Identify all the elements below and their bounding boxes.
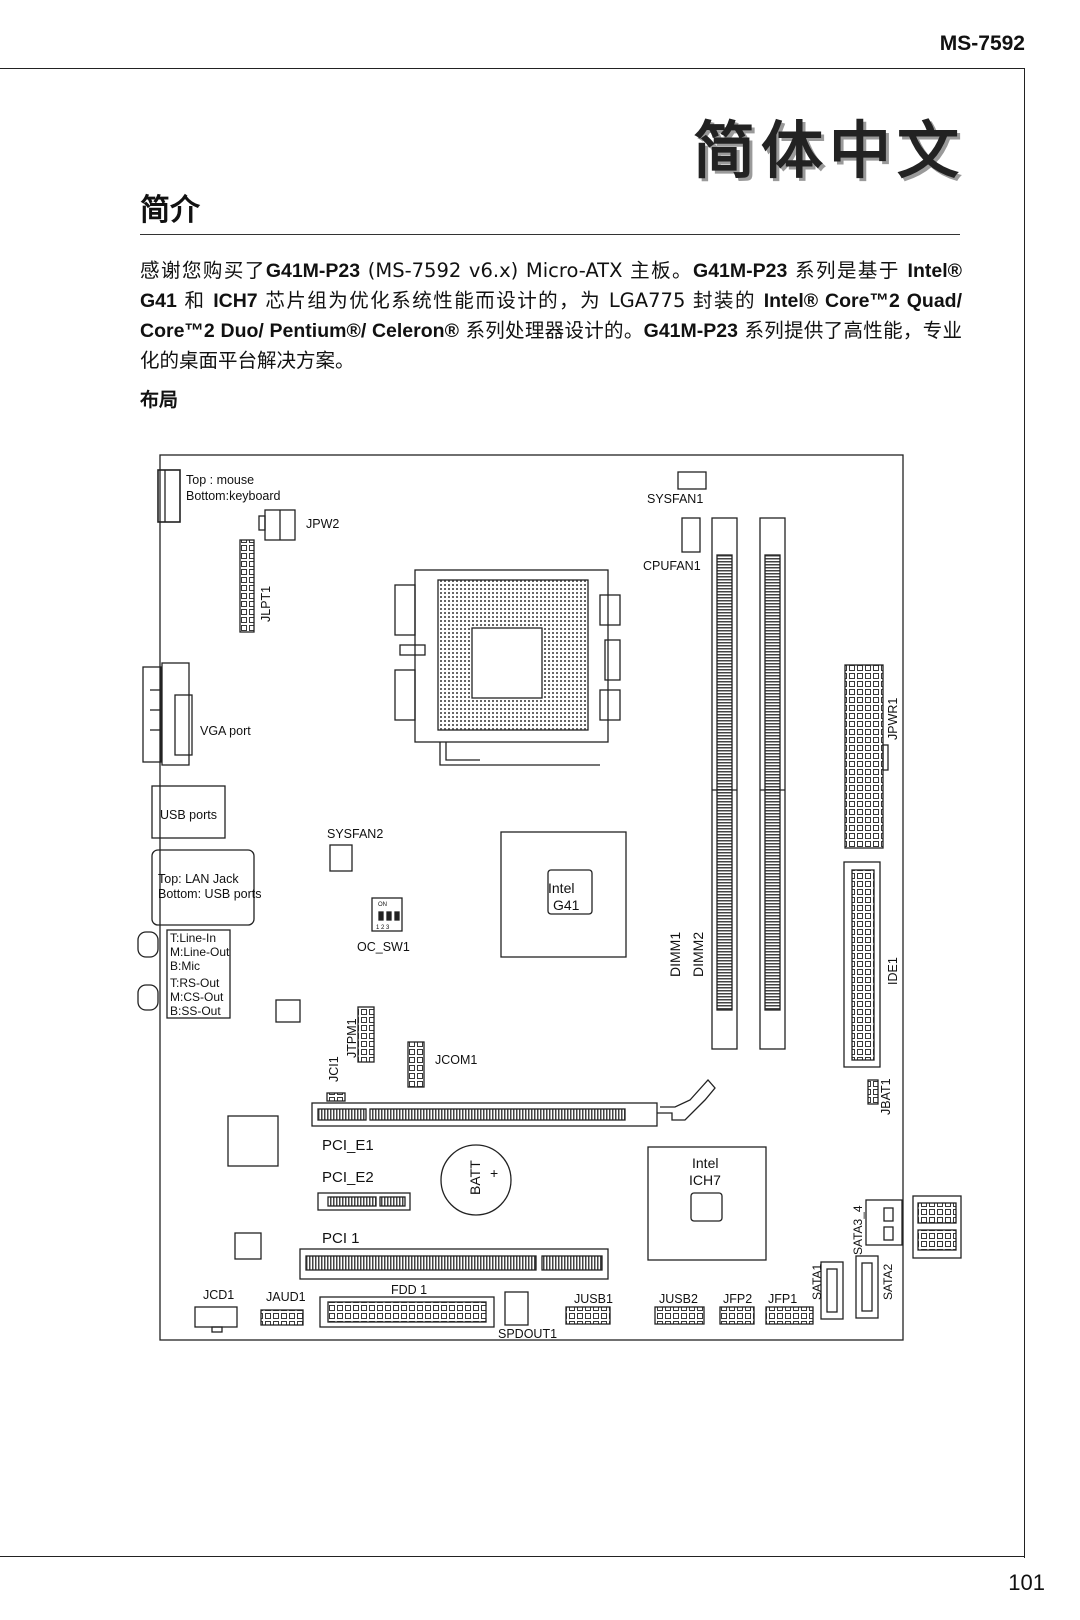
- jpw2-label: JPW2: [306, 517, 339, 531]
- audio-label-1: T:Line-In: [170, 931, 216, 945]
- audio-label-6: B:SS-Out: [170, 1004, 221, 1018]
- jusb2-header: [654, 1306, 705, 1325]
- dimm2-label: DIMM2: [690, 932, 706, 977]
- sata1-connector: [820, 1261, 844, 1320]
- jci1-label: JCI1: [327, 1056, 341, 1082]
- board-outline: [159, 454, 904, 1341]
- model-number: MS-7592: [939, 32, 1025, 55]
- jci1-header: [326, 1092, 346, 1102]
- ide1-connector: [843, 861, 881, 1068]
- lan-top-label: Top: LAN Jack: [158, 872, 239, 886]
- ps2-connector: [157, 469, 181, 523]
- dimm-slots: [711, 517, 786, 1050]
- dimm1-label: DIMM1: [667, 932, 683, 977]
- batt-label: BATT: [467, 1160, 483, 1195]
- jfp1-header: [765, 1306, 814, 1325]
- jaud1-header: [260, 1309, 304, 1326]
- ich7-label-1: Intel: [692, 1155, 718, 1171]
- jcom1-label: JCOM1: [435, 1053, 477, 1067]
- jtpm1-label: JTPM1: [345, 1018, 359, 1058]
- vga-connector: [142, 662, 193, 766]
- intel-ich7-chip: [647, 1146, 767, 1261]
- jusb2-label: JUSB2: [659, 1292, 698, 1306]
- cpufan1-label: CPUFAN1: [643, 559, 701, 573]
- batt-plus-label: +: [490, 1165, 498, 1181]
- cpufan1-header: [681, 517, 701, 553]
- audio-jacks: [166, 929, 231, 1019]
- audio-label-5: M:CS-Out: [170, 990, 224, 1004]
- lan-bottom-label: Bottom: USB ports: [158, 887, 262, 901]
- sysfan1-header: [677, 471, 707, 490]
- jcom1-header: [407, 1041, 425, 1088]
- intro-paragraph: 感谢您购买了G41M-P23 (MS-7592 v6.x) Micro-ATX …: [140, 259, 962, 372]
- jaud1-label: JAUD1: [266, 1290, 306, 1304]
- jpwr1-label: JPWR1: [886, 698, 900, 740]
- intel-g41-chip: [500, 831, 627, 958]
- sysfan1-label: SYSFAN1: [647, 492, 703, 506]
- jcd1-header: [194, 1306, 238, 1328]
- jfp2-label: JFP2: [723, 1292, 752, 1306]
- lan-jack: [151, 849, 255, 926]
- ich7-label-2: ICH7: [689, 1172, 721, 1188]
- sata3-4-connector: [865, 1199, 903, 1246]
- pci-e1-slot: [311, 1079, 716, 1127]
- sata2-label: SATA2: [881, 1263, 895, 1300]
- small-chip-1: [275, 999, 301, 1023]
- g41-label-1: Intel: [548, 880, 574, 896]
- fdd1-connector: [319, 1296, 495, 1328]
- small-chip-2: [227, 1115, 279, 1167]
- usb-ports-label: USB ports: [160, 808, 217, 822]
- chapter-title: 简体中文: [692, 114, 965, 187]
- jpwr1-connector: [844, 664, 884, 849]
- header-rule: [0, 68, 1024, 69]
- sata3-4-label: SATA3_4: [851, 1205, 865, 1255]
- section-title: 简介: [140, 193, 200, 228]
- jfp1-label: JFP1: [768, 1292, 797, 1306]
- audio-label-3: B:Mic: [170, 959, 200, 973]
- sata2-connector: [855, 1255, 879, 1319]
- jbat1-jumper: [867, 1079, 879, 1105]
- small-chip-3: [234, 1232, 262, 1260]
- jlpt1-label: JLPT1: [259, 586, 273, 622]
- sysfan2-label: SYSFAN2: [327, 827, 383, 841]
- fdd1-label: FDD 1: [391, 1283, 427, 1297]
- cpu-socket: [394, 569, 621, 766]
- battery: [440, 1144, 512, 1216]
- jusb1-label: JUSB1: [574, 1292, 613, 1306]
- spdout1-header: [504, 1291, 529, 1326]
- ps2-bottom-label: Bottom:keyboard: [186, 489, 281, 503]
- vga-label: VGA port: [200, 724, 251, 738]
- audio-label-2: M:Line-Out: [170, 945, 230, 959]
- pci-e1-label: PCI_E1: [322, 1137, 374, 1154]
- oc-sw1-switch: [371, 897, 403, 932]
- sata1-label: SATA1: [810, 1263, 824, 1300]
- pci1-slot: [299, 1248, 609, 1280]
- jlpt1-header: [239, 539, 255, 633]
- ide1-label: IDE1: [886, 957, 900, 985]
- pci-e2-slot: [317, 1192, 411, 1211]
- usb-ports: [151, 785, 226, 839]
- spdout1-label: SPDOUT1: [498, 1327, 557, 1341]
- layout-heading: 布局: [140, 389, 179, 411]
- g41-label-2: G41: [553, 897, 580, 913]
- sysfan2-header: [329, 844, 353, 872]
- oc-sw1-label: OC_SW1: [357, 940, 410, 954]
- margin-rule: [1024, 68, 1025, 1558]
- jusb1-header: [565, 1306, 611, 1325]
- footer-rule: [0, 1556, 1025, 1557]
- dip-numbers: 1 2 3: [376, 925, 390, 931]
- jtpm1-header: [357, 1006, 375, 1063]
- audio-label-4: T:RS-Out: [170, 976, 220, 990]
- jfp2-header: [719, 1306, 755, 1325]
- page-number: 101: [1008, 1570, 1045, 1595]
- ps2-top-label: Top : mouse: [186, 473, 254, 487]
- pci1-label: PCI 1: [322, 1230, 360, 1247]
- jcd1-label: JCD1: [203, 1288, 234, 1302]
- jbat1-label: JBAT1: [879, 1078, 893, 1115]
- pci-e2-label: PCI_E2: [322, 1169, 374, 1186]
- dip-on-label: ON: [378, 902, 387, 908]
- section-rule: [140, 234, 960, 235]
